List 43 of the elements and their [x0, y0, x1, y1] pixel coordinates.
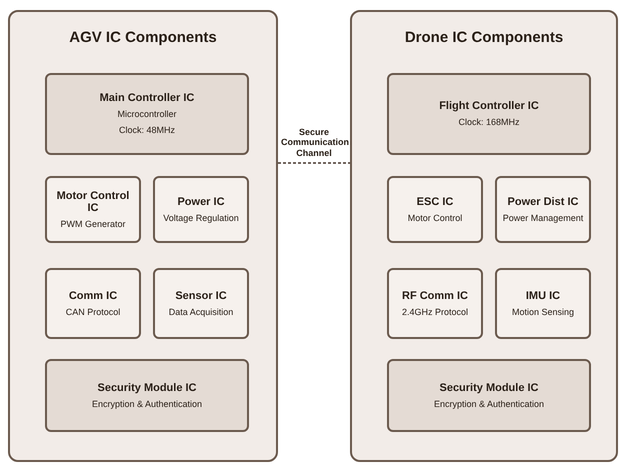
component-title: Main Controller IC	[100, 92, 194, 104]
component-box	[387, 73, 591, 155]
component-detail: Power Management	[502, 212, 584, 222]
component-detail: Voltage Regulation	[163, 212, 239, 222]
component-detail: Clock: 48MHz	[118, 125, 175, 135]
component-title: ESC IC	[416, 196, 454, 208]
component-detail: Encryption & Authentication	[434, 398, 544, 408]
group-title: AGV IC Components	[69, 29, 217, 46]
component-detail: Clock: 168MHz	[458, 117, 520, 127]
component-title: Security Module IC	[439, 382, 539, 394]
component-box	[387, 268, 483, 339]
component-title: RF Comm IC	[402, 290, 468, 302]
component-title: Power IC	[177, 196, 225, 208]
component-title: Motor Control IC	[56, 190, 130, 214]
component-detail: Motor Control	[408, 212, 462, 222]
component-title: Comm IC	[68, 290, 118, 302]
component-box	[45, 359, 249, 432]
component-detail: CAN Protocol	[66, 306, 120, 316]
group-container	[8, 10, 278, 462]
component-box	[45, 268, 141, 339]
component-detail: Data Acquisition	[168, 306, 234, 316]
component-box	[45, 73, 249, 155]
group-title: Drone IC Components	[404, 29, 564, 46]
component-title: IMU IC	[526, 290, 560, 302]
component-box	[495, 176, 591, 243]
component-box	[153, 268, 249, 339]
dashed-connector	[278, 162, 350, 164]
component-box	[495, 268, 591, 339]
component-title: Power Dist IC	[508, 196, 578, 208]
component-detail: Motion Sensing	[512, 306, 574, 316]
component-box	[387, 176, 483, 243]
component-detail: PWM Generator	[60, 218, 126, 228]
component-title: Flight Controller IC	[439, 100, 539, 112]
component-detail: Microcontroller	[117, 109, 176, 119]
group-container	[350, 10, 618, 462]
component-detail: Encryption & Authentication	[92, 398, 202, 408]
component-box	[153, 176, 249, 243]
component-title: Security Module IC	[97, 382, 197, 394]
component-detail: 2.4GHz Protocol	[402, 306, 468, 316]
component-box	[387, 359, 591, 432]
component-box	[45, 176, 141, 243]
component-title: Sensor IC	[175, 290, 227, 302]
edge-label: Secure Communication Channel	[281, 127, 347, 158]
